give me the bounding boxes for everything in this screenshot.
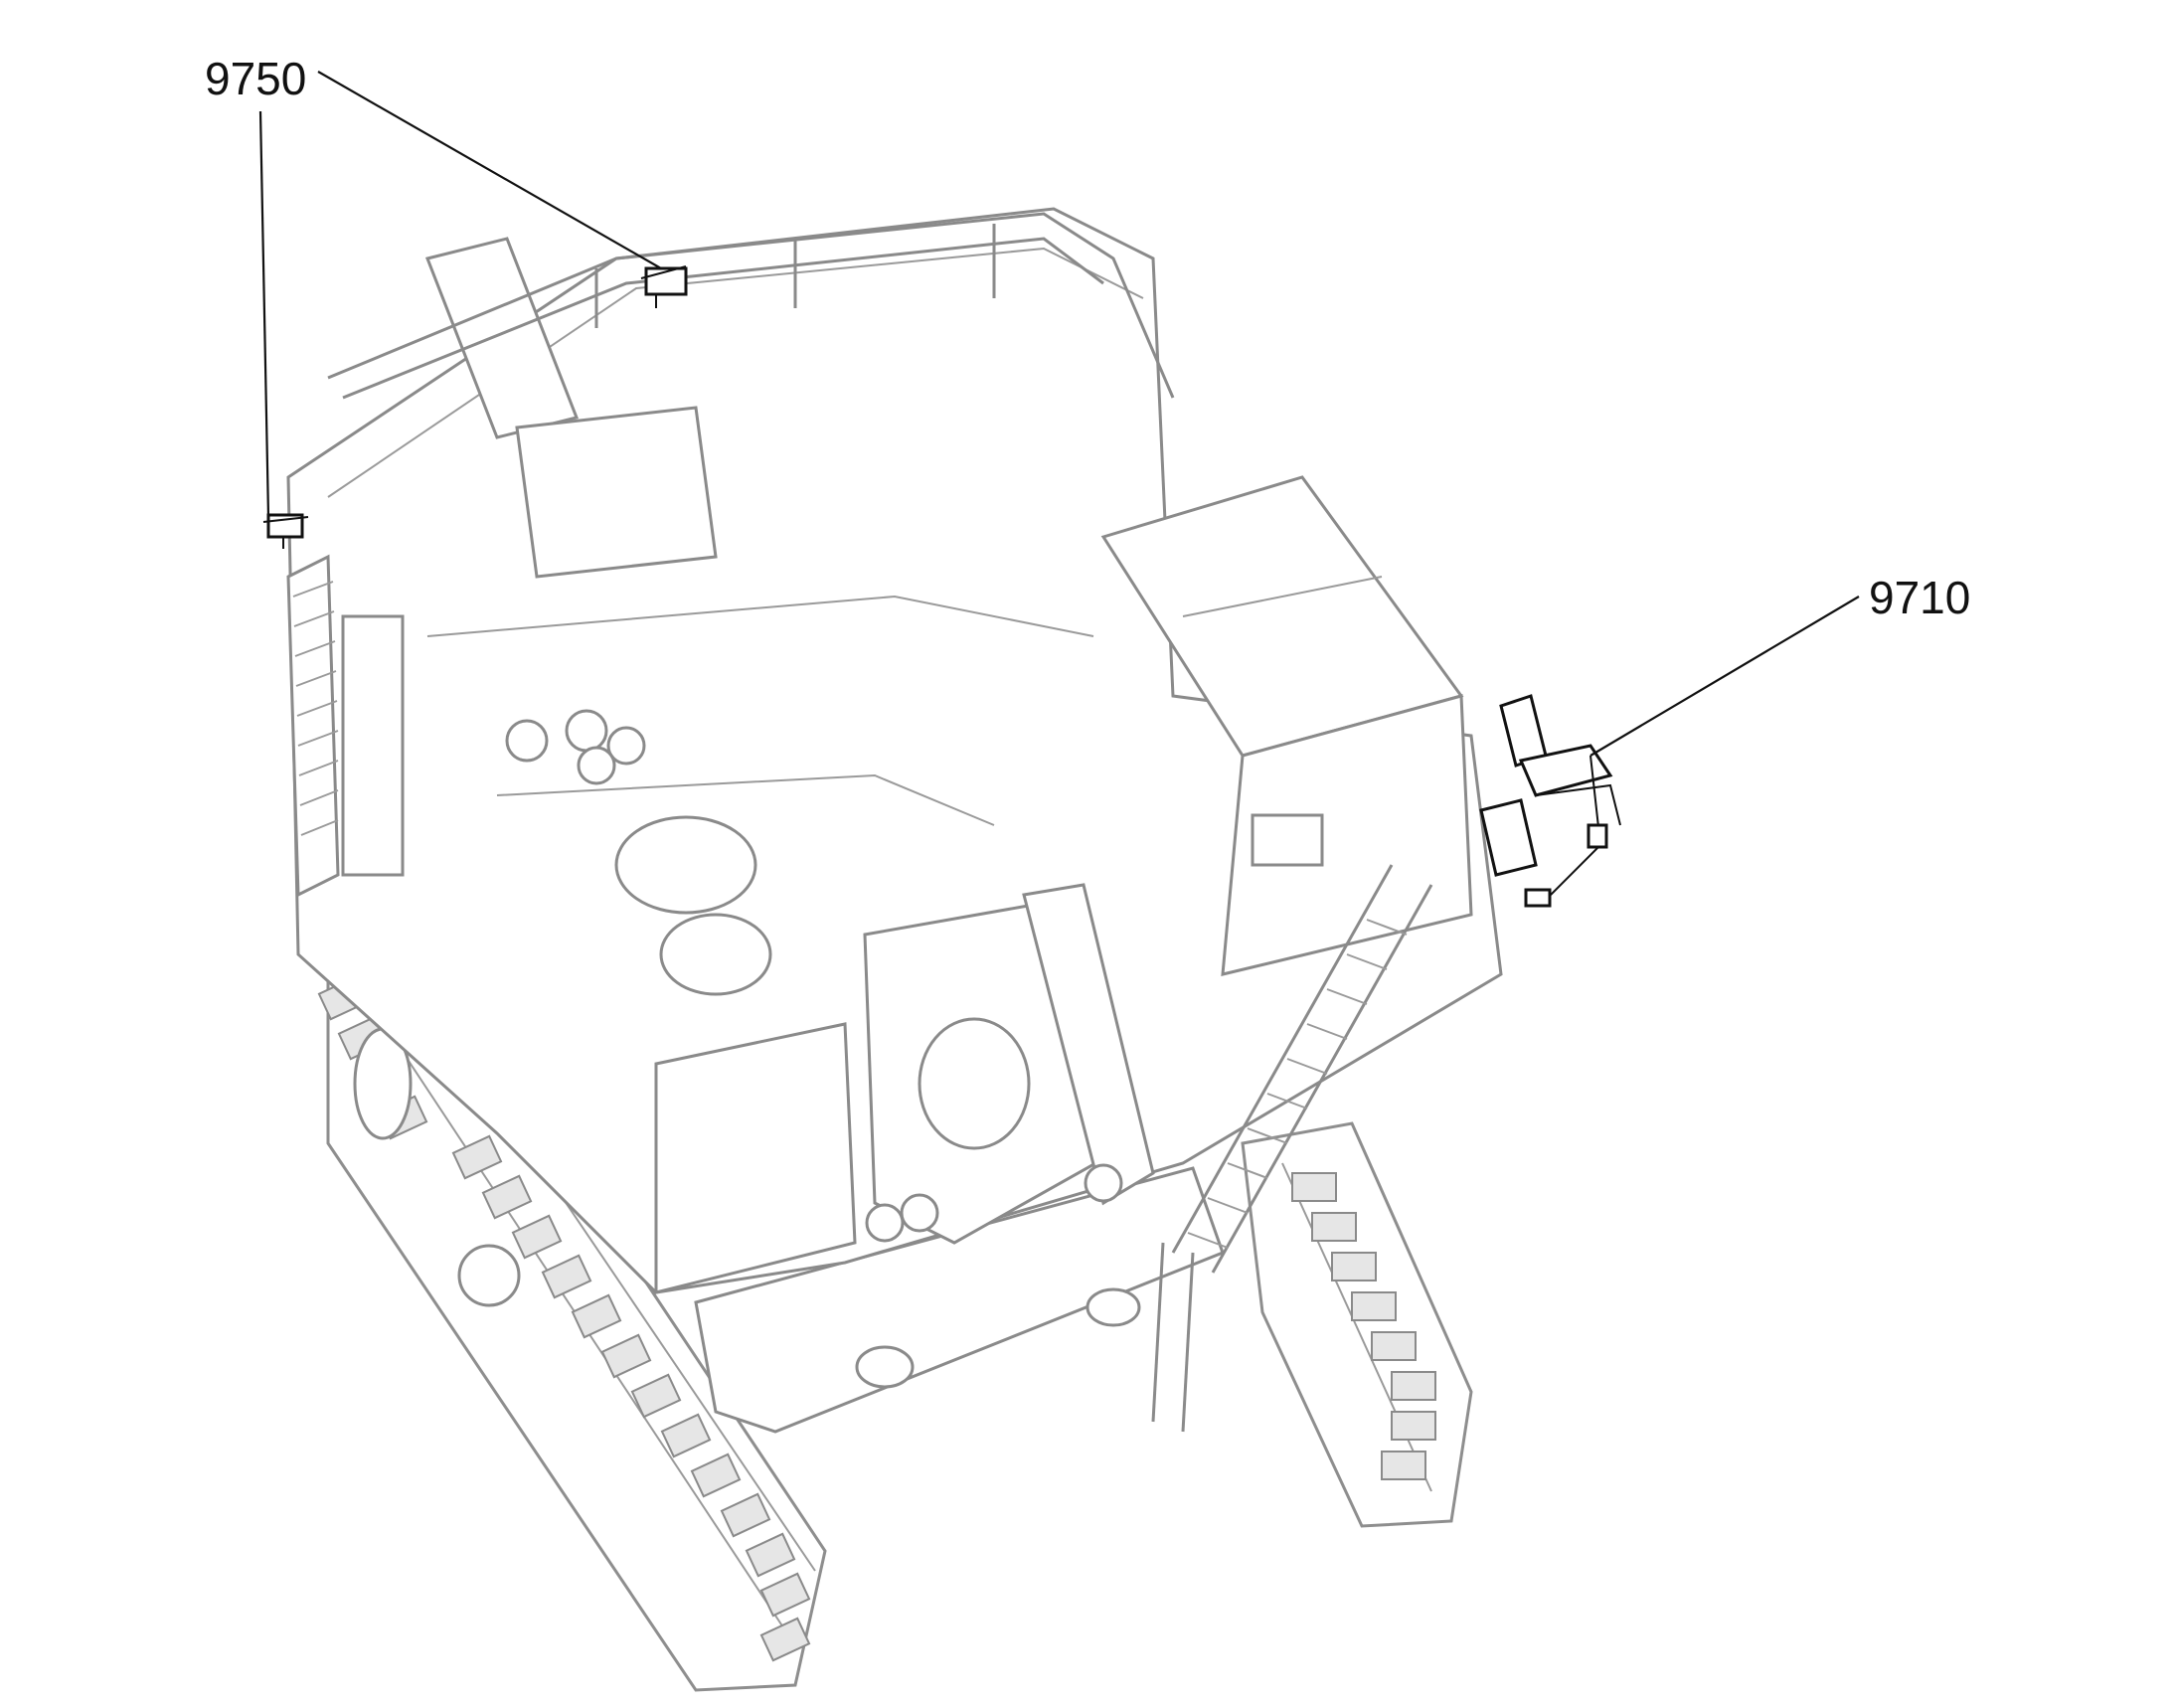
radiator-grille: [286, 554, 405, 898]
access-stairway: [1151, 864, 1433, 1433]
left-crawler-track: [317, 938, 827, 1692]
right-crawler-track: [1241, 1121, 1473, 1528]
engine-enclosure: [424, 237, 718, 579]
part-9710[interactable]: [1479, 694, 1621, 908]
part-9750-left[interactable]: [262, 513, 309, 549]
leader-9750-top: [317, 71, 662, 269]
boom-foot: [863, 883, 1155, 1245]
part-9750-top[interactable]: [640, 265, 688, 308]
callout-label-9710: 9710: [1869, 572, 1971, 623]
leader-lines: [258, 71, 1860, 757]
hoist-drums: [505, 709, 772, 996]
leader-9710: [1589, 596, 1860, 757]
callout-label-9750: 9750: [205, 53, 307, 104]
operator-cab: [1100, 475, 1473, 976]
upper-structure: [286, 207, 1503, 1433]
leader-9750-left: [258, 110, 270, 518]
right-track-pads: [1291, 1172, 1436, 1480]
top-railing: [327, 212, 1175, 400]
carbody: [694, 1166, 1225, 1434]
